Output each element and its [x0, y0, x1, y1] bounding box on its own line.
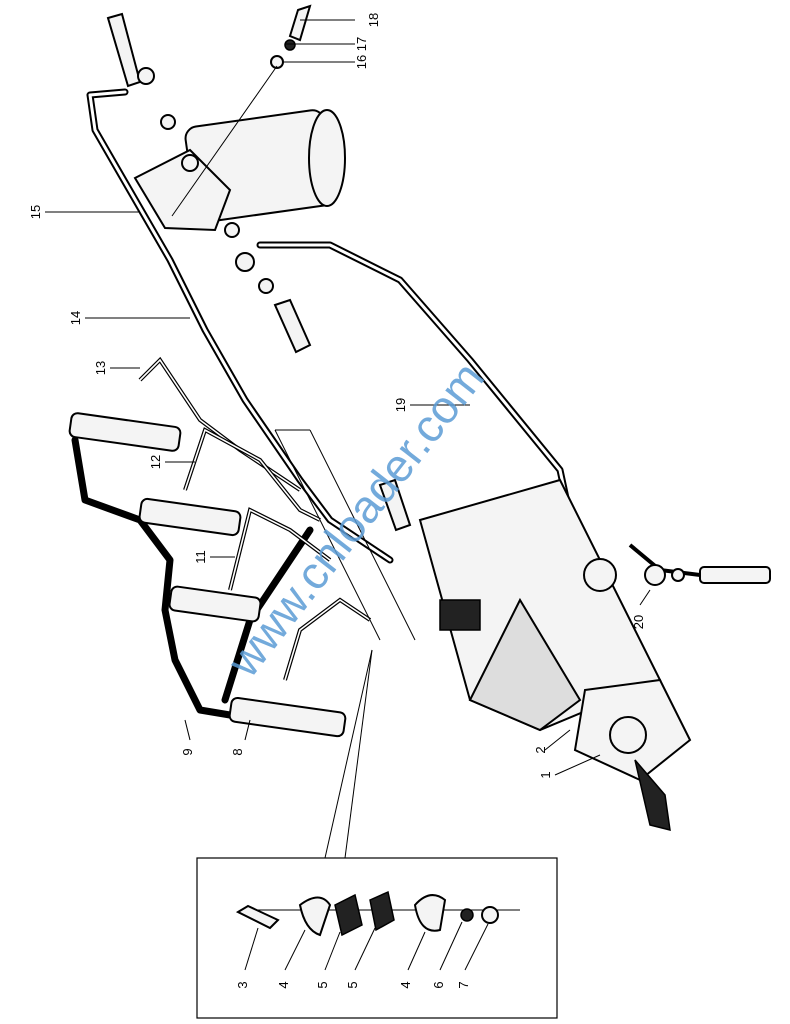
callout-12: 12 [148, 455, 163, 469]
callout-17: 17 [354, 37, 369, 51]
callout-19: 19 [393, 398, 408, 412]
callout-5a: 5 [315, 981, 330, 988]
clamp-detail-inset [196, 857, 558, 1019]
callout-11: 11 [193, 550, 208, 564]
banjo-bolts [106, 4, 312, 354]
callout-16: 16 [354, 55, 369, 69]
callout-18: 18 [366, 13, 381, 27]
callout-1: 1 [538, 771, 553, 778]
fuel-pipes [71, 88, 579, 719]
callout-14: 14 [68, 311, 83, 325]
callout-8: 8 [230, 748, 245, 755]
callout-3: 3 [235, 981, 250, 988]
callout-7: 7 [456, 981, 471, 988]
callout-4a: 4 [276, 981, 291, 988]
injectors [68, 412, 347, 738]
callout-20: 20 [631, 615, 646, 629]
injection-pump [378, 478, 771, 831]
callout-5b: 5 [345, 981, 360, 988]
callout-2: 2 [533, 746, 548, 753]
callout-6: 6 [431, 981, 446, 988]
callout-13: 13 [93, 361, 108, 375]
fuel-filter [133, 109, 346, 232]
callout-4b: 4 [398, 981, 413, 988]
callout-labels: 18 17 16 15 14 13 12 11 9 8 19 20 2 1 3 … [28, 13, 646, 989]
callout-9: 9 [180, 748, 195, 755]
leader-lines [45, 19, 651, 859]
callout-15: 15 [28, 205, 43, 219]
